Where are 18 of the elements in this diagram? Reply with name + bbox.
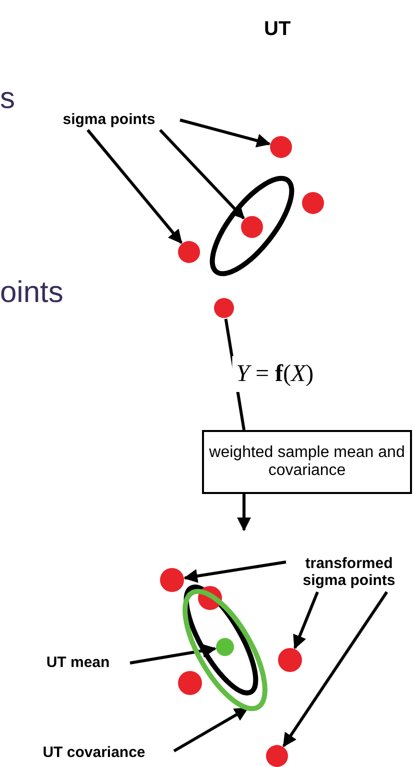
annotation-text: UT mean: [46, 652, 110, 673]
process-box: [202, 430, 412, 494]
arrow: [293, 591, 319, 650]
arrow: [86, 129, 182, 244]
arrow: [282, 591, 388, 748]
arrow: [180, 118, 271, 148]
annotation-text: transformed sigma points: [302, 555, 396, 589]
arrow: [130, 644, 217, 664]
arrow: [159, 128, 245, 220]
annotation-text: UT covariance: [42, 742, 146, 763]
arrow: [173, 706, 249, 752]
slide-text: oints: [0, 278, 64, 308]
arrow: [237, 494, 251, 532]
annotation-text: sigma points: [62, 110, 156, 130]
slide-text: s: [0, 84, 15, 114]
box-text: weighted sample mean and covariance: [208, 444, 406, 480]
arrow: [183, 560, 286, 583]
title: UT: [264, 17, 291, 42]
